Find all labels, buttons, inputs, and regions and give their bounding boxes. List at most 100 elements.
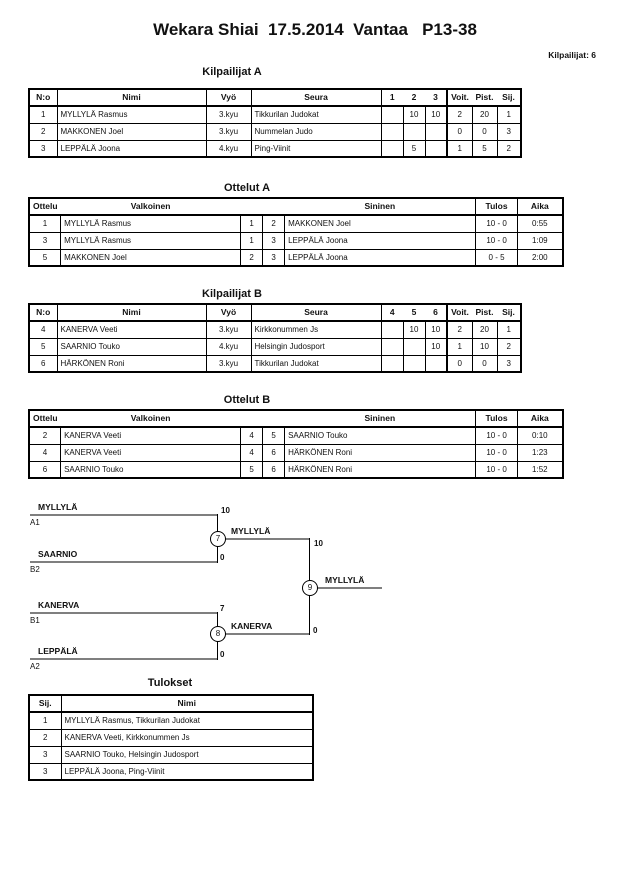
points-cell: 10 [471, 337, 498, 356]
col-belt: Vyö [205, 88, 252, 107]
table-row: 1 MYLLYLÄ Rasmus 1 2 MAKKONEN Joel 10 - … [28, 214, 564, 233]
table-row: 3 MYLLYLÄ Rasmus 1 3 LEPPÄLÄ Joona 10 - … [28, 231, 564, 250]
col-m2: 5 [403, 303, 425, 322]
belt-cell: 4.kyu [205, 139, 252, 158]
results-table: Sij. Nimi 1 MYLLYLÄ Rasmus, Tikkurilan J… [28, 694, 314, 781]
match-number-circle: 9 [302, 580, 318, 596]
blue-no-cell: 6 [262, 460, 286, 479]
table-row: 3 LEPPÄLÄ Joona, Ping-Viinit [28, 762, 314, 781]
white-cell: MAKKONEN Joel [60, 248, 242, 267]
m1-cell [380, 105, 404, 124]
bracket-score: 7 [220, 604, 225, 613]
col-white: Valkoinen [60, 409, 241, 428]
bracket-line [310, 587, 382, 589]
place-cell: 2 [496, 139, 522, 158]
club-cell: Helsingin Judosport [250, 337, 382, 356]
time-cell: 1:09 [517, 231, 564, 250]
col-m3: 3 [425, 88, 448, 107]
col-match: Ottelu [28, 409, 61, 428]
points-cell: 20 [471, 320, 498, 339]
matches-a-table: Ottelu Valkoinen Sininen Tulos Aika 1 MY… [28, 197, 564, 267]
match-no-cell: 2 [28, 426, 62, 445]
place-cell: 1 [496, 320, 522, 339]
wins-cell: 2 [446, 105, 473, 124]
blue-cell: LEPPÄLÄ Joona [284, 231, 477, 250]
match-no-cell: 5 [28, 248, 62, 267]
time-cell: 0:55 [517, 214, 564, 233]
bracket-line [30, 561, 218, 563]
name-cell: SAARNIO Touko [56, 337, 207, 356]
white-no-cell: 1 [240, 214, 264, 233]
m1-cell [380, 320, 404, 339]
blue-cell: HÄRKÖNEN Roni [284, 460, 477, 479]
bracket-score: 0 [220, 553, 225, 562]
white-cell: MYLLYLÄ Rasmus [60, 231, 242, 250]
name-cell: MYLLYLÄ Rasmus [56, 105, 207, 124]
col-wins: Voit. [446, 303, 472, 322]
table-row: 1 MYLLYLÄ Rasmus 3.kyu Tikkurilan Judoka… [28, 105, 522, 124]
no-cell: 1 [28, 105, 58, 124]
place-cell: 3 [28, 745, 62, 764]
points-cell: 20 [471, 105, 498, 124]
match-number-circle: 8 [210, 626, 226, 642]
table-header-row: Ottelu Valkoinen Sininen Tulos Aika [28, 197, 564, 216]
col-club: Seura [250, 88, 382, 107]
place-cell: 1 [496, 105, 522, 124]
match-no-cell: 4 [28, 443, 62, 462]
blue-cell: MAKKONEN Joel [284, 214, 477, 233]
col-no: N:o [28, 88, 58, 107]
m2-cell [402, 354, 426, 373]
no-cell: 6 [28, 354, 58, 373]
m3-cell: 10 [424, 337, 448, 356]
col-white-no [240, 197, 263, 216]
col-time: Aika [517, 197, 564, 216]
bracket-winner-name: KANERVA [231, 621, 273, 631]
result-cell: 10 - 0 [475, 426, 519, 445]
pool-a-title: Kilpailijat A [202, 66, 262, 78]
table-row: 2 MAKKONEN Joel 3.kyu Nummelan Judo 0 0 … [28, 122, 522, 141]
place-cell: 3 [496, 354, 522, 373]
no-cell: 3 [28, 139, 58, 158]
bracket-entrant-name: MYLLYLÄ [38, 502, 78, 512]
table-row: 5 SAARNIO Touko 4.kyu Helsingin Judospor… [28, 337, 522, 356]
m3-cell: 10 [424, 320, 448, 339]
place-cell: 1 [28, 711, 62, 730]
points-cell: 0 [471, 354, 498, 373]
m3-cell [424, 354, 448, 373]
matches-b-table: Ottelu Valkoinen Sininen Tulos Aika 2 KA… [28, 409, 564, 479]
table-row: 1 MYLLYLÄ Rasmus, Tikkurilan Judokat [28, 711, 314, 730]
result-cell: 10 - 0 [475, 460, 519, 479]
name-cell: SAARNIO Touko, Helsingin Judosport [60, 745, 314, 764]
club-cell: Kirkkonummen Js [250, 320, 382, 339]
bracket-line [30, 612, 218, 614]
col-wins: Voit. [446, 88, 472, 107]
bracket-seed: B1 [30, 616, 40, 625]
m3-cell [424, 122, 448, 141]
col-points: Pist. [472, 88, 497, 107]
white-cell: KANERVA Veeti [60, 426, 242, 445]
club-cell: Tikkurilan Judokat [250, 354, 382, 373]
result-cell: 10 - 0 [475, 214, 519, 233]
blue-no-cell: 3 [262, 248, 286, 267]
table-row: 3 LEPPÄLÄ Joona 4.kyu Ping-Viinit 5 1 5 … [28, 139, 522, 158]
col-place: Sij. [497, 88, 522, 107]
table-row: 4 KANERVA Veeti 3.kyu Kirkkonummen Js 10… [28, 320, 522, 339]
col-blue: Sininen [284, 409, 477, 428]
blue-cell: SAARNIO Touko [284, 426, 477, 445]
bracket-line [30, 514, 218, 516]
place-cell: 3 [496, 122, 522, 141]
white-cell: KANERVA Veeti [60, 443, 242, 462]
col-belt: Vyö [205, 303, 252, 322]
col-blue-no [262, 197, 285, 216]
name-cell: MAKKONEN Joel [56, 122, 207, 141]
name-cell: LEPPÄLÄ Joona, Ping-Viinit [60, 762, 314, 781]
bracket-entrant-name: SAARNIO [38, 549, 78, 559]
col-club: Seura [250, 303, 382, 322]
m2-cell [402, 337, 426, 356]
bracket-score: 0 [313, 626, 318, 635]
m2-cell: 5 [402, 139, 426, 158]
m2-cell: 10 [402, 105, 426, 124]
belt-cell: 3.kyu [205, 105, 252, 124]
table-row: 6 SAARNIO Touko 5 6 HÄRKÖNEN Roni 10 - 0… [28, 460, 564, 479]
